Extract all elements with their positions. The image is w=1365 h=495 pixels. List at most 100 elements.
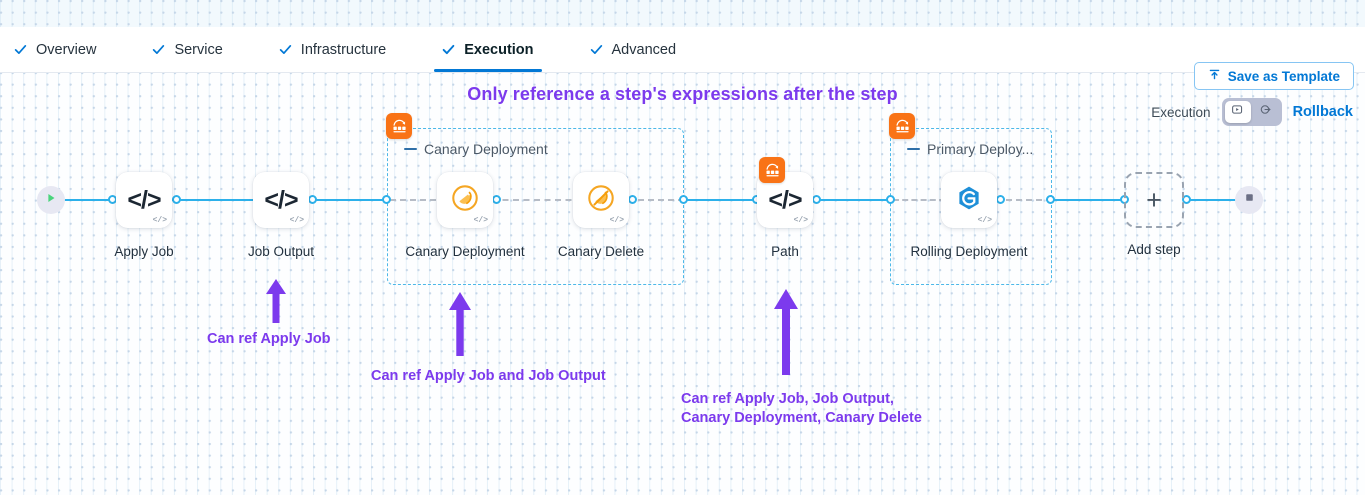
stop-square-icon <box>1243 191 1256 209</box>
rolling-deployment-icon <box>955 184 983 217</box>
edge-rolling-groupout <box>996 199 1052 201</box>
check-icon <box>442 43 455 56</box>
upload-icon <box>1208 68 1221 84</box>
node-type-badge: </> <box>977 216 992 225</box>
port[interactable] <box>492 195 501 204</box>
group-canary-deployment[interactable]: Canary Deployment <box>386 113 684 285</box>
group-title-label: Canary Deployment <box>424 141 548 157</box>
port[interactable] <box>679 195 688 204</box>
port[interactable] <box>628 195 637 204</box>
edge-group-canarydeploy <box>390 199 446 201</box>
port[interactable] <box>996 195 1005 204</box>
canary-bird-icon <box>450 183 480 218</box>
node-type-badge: </> <box>152 216 167 225</box>
node-label-rolling-deployment: Rolling Deployment <box>910 244 1028 259</box>
edge-primarygroup-rolling <box>893 199 945 201</box>
edge-addstep-end <box>1186 199 1248 201</box>
rollback-link[interactable]: Rollback <box>1292 104 1353 120</box>
save-as-template-button[interactable]: Save as Template <box>1193 62 1354 90</box>
annotation-arrow-path <box>770 287 802 382</box>
top-grid-strip <box>0 0 1365 27</box>
code-icon: </> <box>127 185 161 214</box>
tab-advanced[interactable]: Advanced <box>590 27 698 72</box>
tab-list: Overview Service Infrastructure Executio… <box>14 27 732 72</box>
port[interactable] <box>172 195 181 204</box>
edge-canarydelete-groupout <box>628 199 684 201</box>
rollback-mode-button[interactable] <box>1253 101 1279 123</box>
code-icon: </> <box>768 185 802 214</box>
annotation-canary-deployment: Can ref Apply Job and Job Output <box>371 368 606 384</box>
annotation-path-line2: Canary Deployment, Canary Delete <box>681 410 922 426</box>
tab-label: Overview <box>36 41 97 58</box>
check-icon <box>14 43 27 56</box>
start-node[interactable] <box>37 186 65 214</box>
pipeline-canvas[interactable] <box>0 72 1365 495</box>
collapse-toggle-icon[interactable] <box>404 147 417 151</box>
tab-overview[interactable]: Overview <box>14 27 117 72</box>
canary-bird-delete-icon <box>586 183 616 218</box>
mode-switch: Execution Rol <box>1151 98 1353 126</box>
play-icon <box>44 191 58 210</box>
add-step-button[interactable]: + <box>1124 172 1184 228</box>
edge-start-applyjob <box>62 199 120 201</box>
node-job-output[interactable]: </> </> <box>253 172 309 228</box>
node-canary-delete[interactable]: </> <box>573 172 629 228</box>
code-icon: </> <box>264 185 298 214</box>
node-label-canary-delete: Canary Delete <box>557 244 645 259</box>
node-apply-job[interactable]: </> </> <box>116 172 172 228</box>
tab-service[interactable]: Service <box>152 27 243 72</box>
collapse-toggle-icon[interactable] <box>907 147 920 151</box>
step-group-icon[interactable] <box>759 157 785 183</box>
step-group-icon[interactable] <box>889 113 915 139</box>
port[interactable] <box>1046 195 1055 204</box>
annotation-arrow-apply-job <box>262 277 290 330</box>
node-type-badge: </> <box>473 216 488 225</box>
edge-canarydeploy-canarydelete <box>492 199 582 201</box>
annotation-arrow-canary <box>445 290 475 363</box>
edge-primarygroup-addstep <box>1050 199 1126 201</box>
port[interactable] <box>308 195 317 204</box>
active-tab-underline <box>434 69 542 72</box>
execution-play-icon <box>1231 103 1244 121</box>
tab-label: Advanced <box>611 41 677 58</box>
check-icon <box>590 43 603 56</box>
step-group-icon[interactable] <box>386 113 412 139</box>
tab-infrastructure[interactable]: Infrastructure <box>279 27 407 72</box>
tab-label: Infrastructure <box>300 41 387 58</box>
stage-tab-bar: Overview Service Infrastructure Executio… <box>0 27 1365 90</box>
add-step-label: Add step <box>1127 242 1181 257</box>
tab-label: Execution <box>464 41 534 58</box>
plus-icon: + <box>1146 184 1162 215</box>
tab-execution[interactable]: Execution <box>434 27 554 72</box>
page-title: Only reference a step's expressions afte… <box>467 84 898 104</box>
end-node[interactable] <box>1235 186 1263 214</box>
node-label-apply-job: Apply Job <box>114 244 174 259</box>
group-header-primary: Primary Deploy... <box>907 141 1033 157</box>
edge-group-path <box>682 199 758 201</box>
edge-path-primarygroup <box>812 199 896 201</box>
save-as-template-label: Save as Template <box>1227 68 1340 84</box>
annotation-path: Can ref Apply Job, Job Output, Canary De… <box>681 390 922 428</box>
tab-label: Service <box>174 41 223 58</box>
execution-mode-button[interactable] <box>1224 101 1251 123</box>
node-label-job-output: Job Output <box>247 244 315 259</box>
port[interactable] <box>382 195 391 204</box>
port[interactable] <box>812 195 821 204</box>
node-rolling-deployment[interactable]: </> <box>941 172 997 228</box>
group-header-canary: Canary Deployment <box>404 141 548 157</box>
annotation-apply-job: Can ref Apply Job <box>207 331 331 347</box>
edge-joboutput-group <box>308 199 392 201</box>
port[interactable] <box>886 195 895 204</box>
node-label-path: Path <box>771 244 799 259</box>
annotation-path-line1: Can ref Apply Job, Job Output, <box>681 391 894 407</box>
node-type-badge: </> <box>289 216 304 225</box>
node-canary-deployment[interactable]: </> <box>437 172 493 228</box>
edge-applyjob-joboutput <box>172 199 258 201</box>
node-label-canary-deployment: Canary Deployment <box>405 244 525 259</box>
rollback-arrow-icon <box>1259 103 1272 121</box>
group-primary-deployment[interactable]: Primary Deploy... <box>889 113 1052 285</box>
node-type-badge: </> <box>793 216 808 225</box>
check-icon <box>279 43 292 56</box>
